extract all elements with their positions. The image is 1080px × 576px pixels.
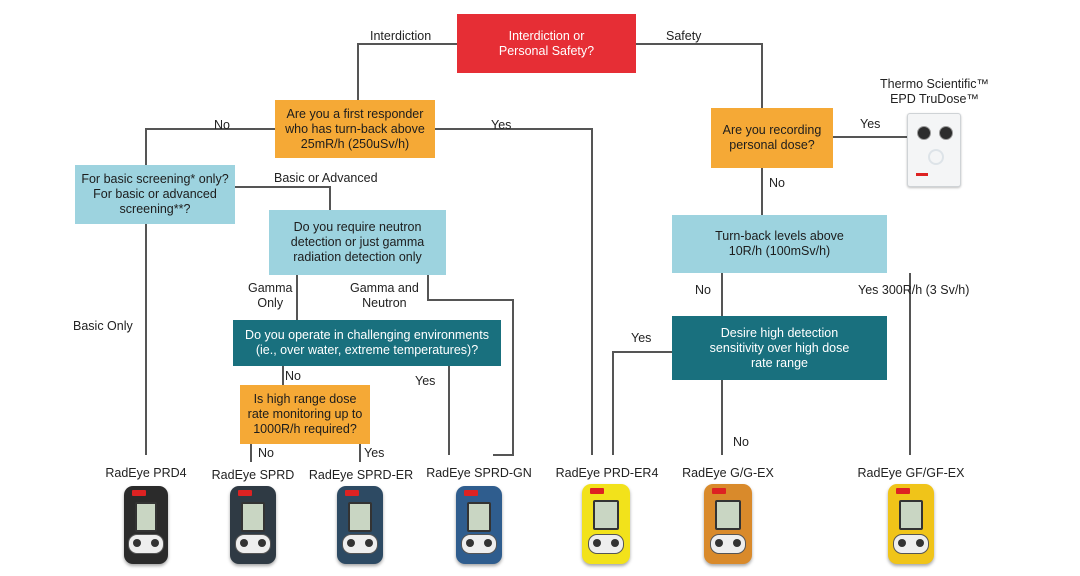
product-label: RadEye SPRD [211,468,295,482]
label-fr-no: No [214,118,230,132]
radeye-sprd-er-device-image [337,486,383,564]
node-neutron-or-gamma: Do you require neutron detection or just… [269,210,446,275]
radeye-prd-er4-device-image [582,484,630,564]
radeye-sprd-gn-device-image [456,486,502,564]
product-label: RadEye SPRD-ER [308,468,414,482]
label-safety: Safety [666,29,702,43]
node-challenging-environments: Do you operate in challenging environmen… [233,320,501,366]
radeye-sprd-device-image [230,486,276,564]
connector-fr-yes [435,128,593,455]
product-label: RadEye GF/GF-EX [857,466,965,480]
radeye-gf-gfex-device-image [888,484,934,564]
node-high-detection-sensitivity: Desire high detection sensitivity over h… [672,316,887,380]
label-rec-no: No [769,176,785,190]
product-label: RadEye SPRD-GN [426,466,532,480]
connector-fr-no [145,128,275,165]
label-basic-or-advanced: Basic or Advanced [274,171,378,185]
label-tb-no: No [695,283,711,297]
label-tb-yes: Yes 300R/h (3 Sv/h) [858,283,970,297]
label-env-yes: Yes [415,374,436,388]
node-screening-type: For basic screening* only? For basic or … [75,165,235,224]
radeye-prd4-device-image [124,486,168,564]
epd-trudose-label: Thermo Scientific™ EPD TruDose™ [880,77,990,106]
node-first-responder: Are you a first responder who has turn-b… [275,100,435,158]
label-sens-no: No [733,435,749,449]
label-rec-yes: Yes [860,117,881,131]
label-interdiction: Interdiction [370,29,432,43]
label-env-no: No [285,369,301,383]
node-high-range-dose: Is high range dose rate monitoring up to… [240,385,370,444]
connector-sens-yes [612,351,672,455]
label-gamma-only: Gamma Only [248,281,293,310]
label-hr-no: No [258,446,274,460]
epd-trudose-device-image [907,113,961,187]
label-hr-yes: Yes [364,446,385,460]
label-sens-yes: Yes [631,331,652,345]
node-interdiction-or-safety: Interdiction or Personal Safety? [457,14,636,73]
product-label: RadEye PRD4 [105,466,187,480]
connector-interdiction [357,43,457,100]
product-label: RadEye PRD-ER4 [555,466,659,480]
connector-safety [636,43,763,108]
connector-neutron-gn [427,275,514,456]
product-label: RadEye G/G-EX [682,466,774,480]
radeye-g-gex-device-image [704,484,752,564]
connector-screening-advanced [235,186,331,210]
node-recording-personal-dose: Are you recording personal dose? [711,108,833,168]
label-basic-only: Basic Only [73,319,133,333]
node-turnback-levels: Turn-back levels above 10R/h (100mSv/h) [672,215,887,273]
label-fr-yes: Yes [491,118,512,132]
label-gamma-and-neutron: Gamma and Neutron [350,281,419,310]
